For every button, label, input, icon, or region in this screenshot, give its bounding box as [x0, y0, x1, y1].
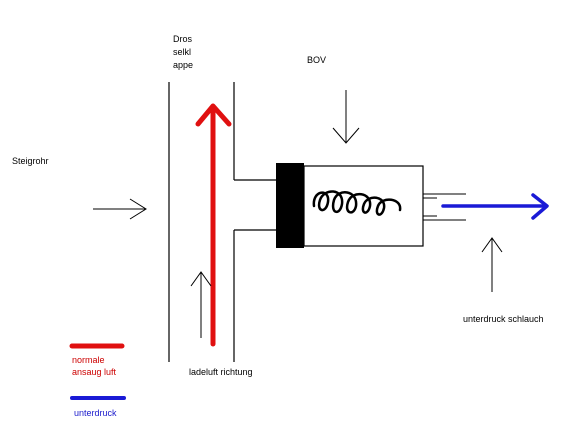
legend-red-label-1: normale	[72, 355, 105, 365]
bov-arrow	[332, 90, 360, 144]
label-drosselklappe-3: appe	[173, 60, 194, 70]
blue-vacuum-arrow	[441, 193, 549, 220]
steigrohr-arrow	[93, 198, 147, 220]
legend-blue-label: unterdruck	[74, 408, 117, 418]
label-drosselklappe-1: Dros	[173, 34, 193, 44]
red-airflow-arrow	[195, 103, 232, 347]
label-ladeluft: ladeluft richtung	[189, 367, 253, 377]
label-unterdruck-schlauch: unterdruck schlauch	[463, 314, 544, 324]
label-drosselklappe-2: selkl	[173, 47, 192, 57]
legend-red-label-2: ansaug luft	[72, 367, 117, 377]
schlauch-arrow	[481, 237, 503, 292]
ladeluft-arrow	[190, 271, 212, 338]
label-bov: BOV	[307, 55, 327, 65]
label-steigrohr: Steigrohr	[12, 156, 49, 166]
bov-spring	[312, 190, 402, 216]
bov-diaphragm	[276, 163, 304, 248]
